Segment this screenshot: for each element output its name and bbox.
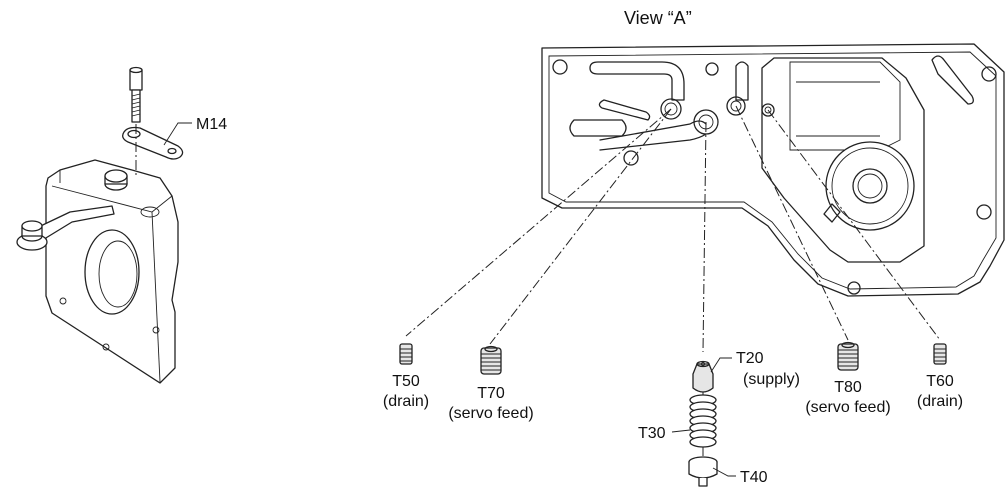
part-t60-plug: [933, 343, 947, 365]
part-t80-plug: [837, 341, 859, 371]
view-a-plate-drawing: [541, 43, 1005, 297]
centerlines: [405, 105, 941, 456]
label-t20-description: (supply): [743, 371, 800, 388]
part-t70-plug: [480, 345, 502, 375]
label-m14: M14: [196, 116, 227, 133]
label-t60-description: (drain): [917, 393, 963, 410]
left-assembly-drawing: [16, 66, 192, 384]
view-a-title: View “A”: [624, 8, 692, 28]
label-t70-number: T70: [477, 385, 505, 402]
label-t80-description: (servo feed): [805, 399, 890, 416]
label-t70-description: (servo feed): [448, 405, 533, 422]
label-t40: T40: [740, 469, 768, 486]
part-t50-plug: [399, 343, 413, 365]
part-t20-poppet: [692, 360, 714, 393]
label-t30: T30: [638, 425, 666, 442]
label-t50-number: T50: [392, 373, 420, 390]
part-t30-spring: [689, 394, 717, 448]
label-t60-number: T60: [926, 373, 954, 390]
label-t80-number: T80: [834, 379, 862, 396]
label-t50-description: (drain): [383, 393, 429, 410]
part-t40-retainer: [688, 456, 718, 487]
label-t20-number: T20: [736, 350, 764, 367]
leader-lines: [671, 357, 736, 477]
